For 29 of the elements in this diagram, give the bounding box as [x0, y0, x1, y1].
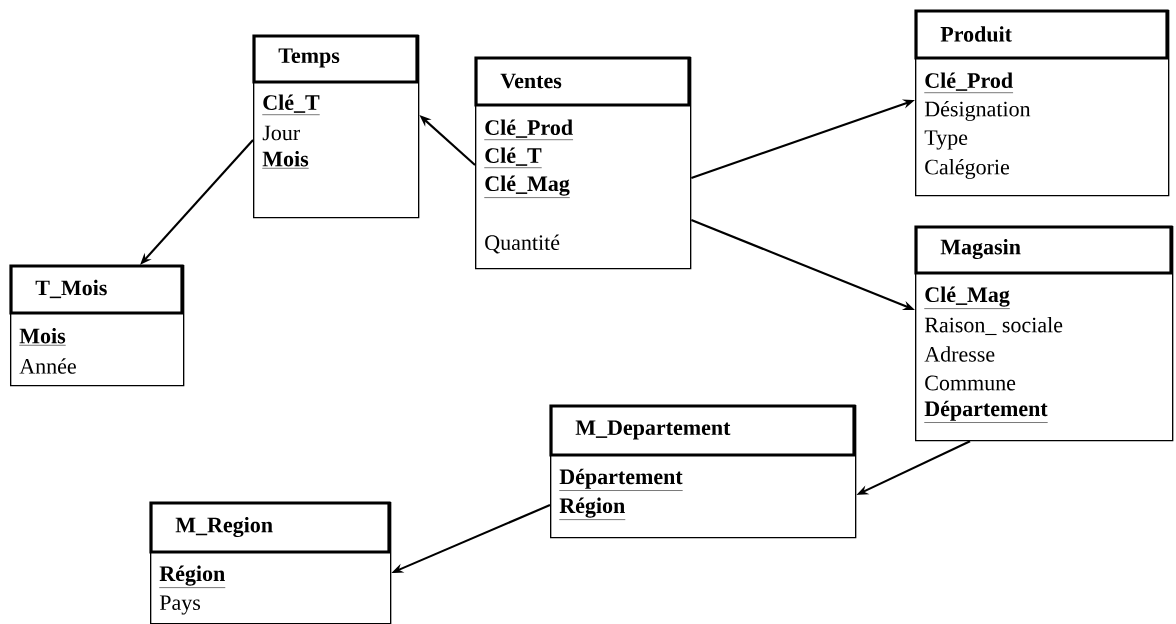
key-field: Région: [159, 565, 226, 588]
field-name: Adresse: [924, 346, 995, 362]
field-name: Raison_ sociale: [924, 316, 1063, 336]
key-field: Département: [559, 468, 683, 491]
field-name: Type: [924, 130, 968, 150]
table-name: Temps: [278, 48, 340, 68]
key-field: Clé_T: [484, 147, 542, 168]
field-name: Quantité: [485, 234, 560, 254]
table-name: Ventes: [500, 73, 562, 89]
key-field: Mois: [262, 150, 309, 169]
field-name: Calégorie: [925, 159, 1010, 179]
field-name: Pays: [159, 595, 201, 615]
table-name: T_Mois: [35, 279, 107, 299]
field-name: Commune: [925, 375, 1016, 391]
field-name: Désignation: [924, 101, 1031, 121]
field-name: Jour: [262, 125, 300, 141]
key-field: Clé_Prod: [484, 119, 574, 140]
table-name: M_Region: [175, 516, 273, 538]
key-field: Département: [924, 400, 1048, 423]
table-name: Produit: [940, 26, 1012, 42]
table-name: M_Departement: [575, 420, 731, 440]
key-field: Clé_T: [262, 94, 320, 115]
field-name: Année: [19, 358, 76, 374]
key-field: Clé_Mag: [924, 286, 1011, 309]
key-field: Clé_Prod: [924, 72, 1014, 93]
key-field: Région: [559, 497, 626, 520]
key-field: Clé_Mag: [484, 175, 571, 198]
table-name: Magasin: [940, 238, 1021, 260]
key-field: Mois: [19, 327, 66, 346]
